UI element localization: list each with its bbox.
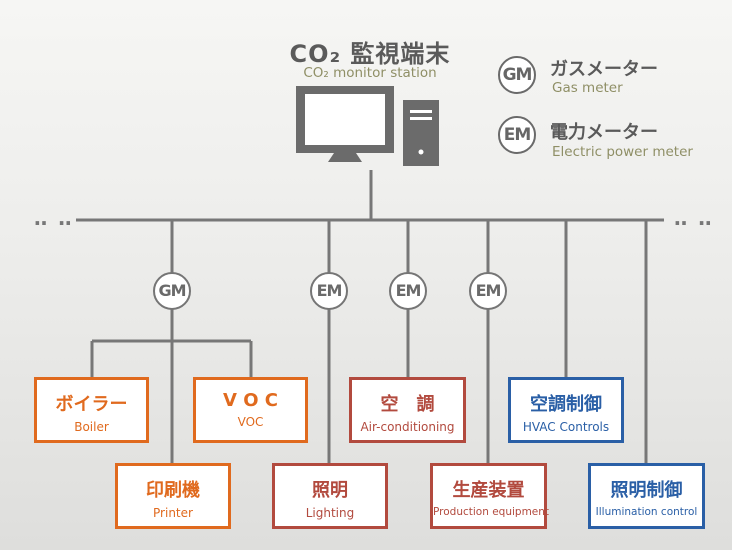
device-aircon-label: 空 調	[380, 394, 435, 415]
legend-gm-badge: GM	[498, 56, 536, 94]
power-meter-badge-production: EM	[469, 272, 507, 310]
device-hvac: 空調制御 HVAC Controls	[508, 377, 624, 443]
device-illumination-sublabel: Illumination control	[595, 506, 698, 518]
legend-gm-sublabel: Gas meter	[552, 80, 623, 96]
monitor-icon	[296, 86, 394, 162]
device-boiler-sublabel: Boiler	[74, 420, 109, 434]
device-boiler-label: ボイラー	[55, 394, 128, 415]
legend-gm-label: ガスメーター	[550, 59, 658, 80]
device-lighting: 照明 Lighting	[272, 463, 388, 529]
device-printer: 印刷機 Printer	[115, 463, 231, 529]
bus-continuation-right: ‥ ‥	[674, 206, 714, 230]
device-aircon-sublabel: Air-conditioning	[360, 420, 455, 434]
legend-em-label: 電力メーター	[550, 122, 658, 143]
pc-tower-icon	[403, 100, 439, 166]
power-meter-badge-aircon: EM	[389, 272, 427, 310]
legend-em-badge: EM	[498, 116, 536, 154]
device-illumination-label: 照明制御	[610, 480, 683, 501]
legend-em-sublabel: Electric power meter	[552, 144, 693, 160]
device-boiler: ボイラー Boiler	[34, 377, 149, 443]
power-meter-badge-lighting: EM	[310, 272, 348, 310]
device-production-sublabel: Production equipment	[433, 506, 550, 518]
device-production-label: 生産装置	[452, 480, 525, 501]
gas-meter-badge: GM	[153, 272, 191, 310]
device-lighting-label: 照明	[312, 480, 348, 501]
device-hvac-label: 空調制御	[530, 394, 602, 415]
bus-continuation-left: ‥ ‥	[34, 206, 74, 230]
device-aircon: 空 調 Air-conditioning	[349, 377, 466, 443]
device-printer-sublabel: Printer	[153, 506, 193, 520]
device-printer-label: 印刷機	[146, 480, 200, 501]
device-illumination: 照明制御 Illumination control	[588, 463, 705, 529]
device-production: 生産装置 Production equipment	[430, 463, 550, 529]
device-lighting-sublabel: Lighting	[305, 506, 355, 520]
station-subtitle: CO₂ monitor station	[303, 65, 437, 81]
station-title: CO₂ 監視端末	[289, 40, 451, 68]
device-voc-label: V O C	[223, 390, 278, 411]
device-hvac-sublabel: HVAC Controls	[522, 420, 610, 434]
device-voc: V O C VOC	[193, 377, 308, 443]
device-voc-sublabel: VOC	[237, 415, 264, 429]
